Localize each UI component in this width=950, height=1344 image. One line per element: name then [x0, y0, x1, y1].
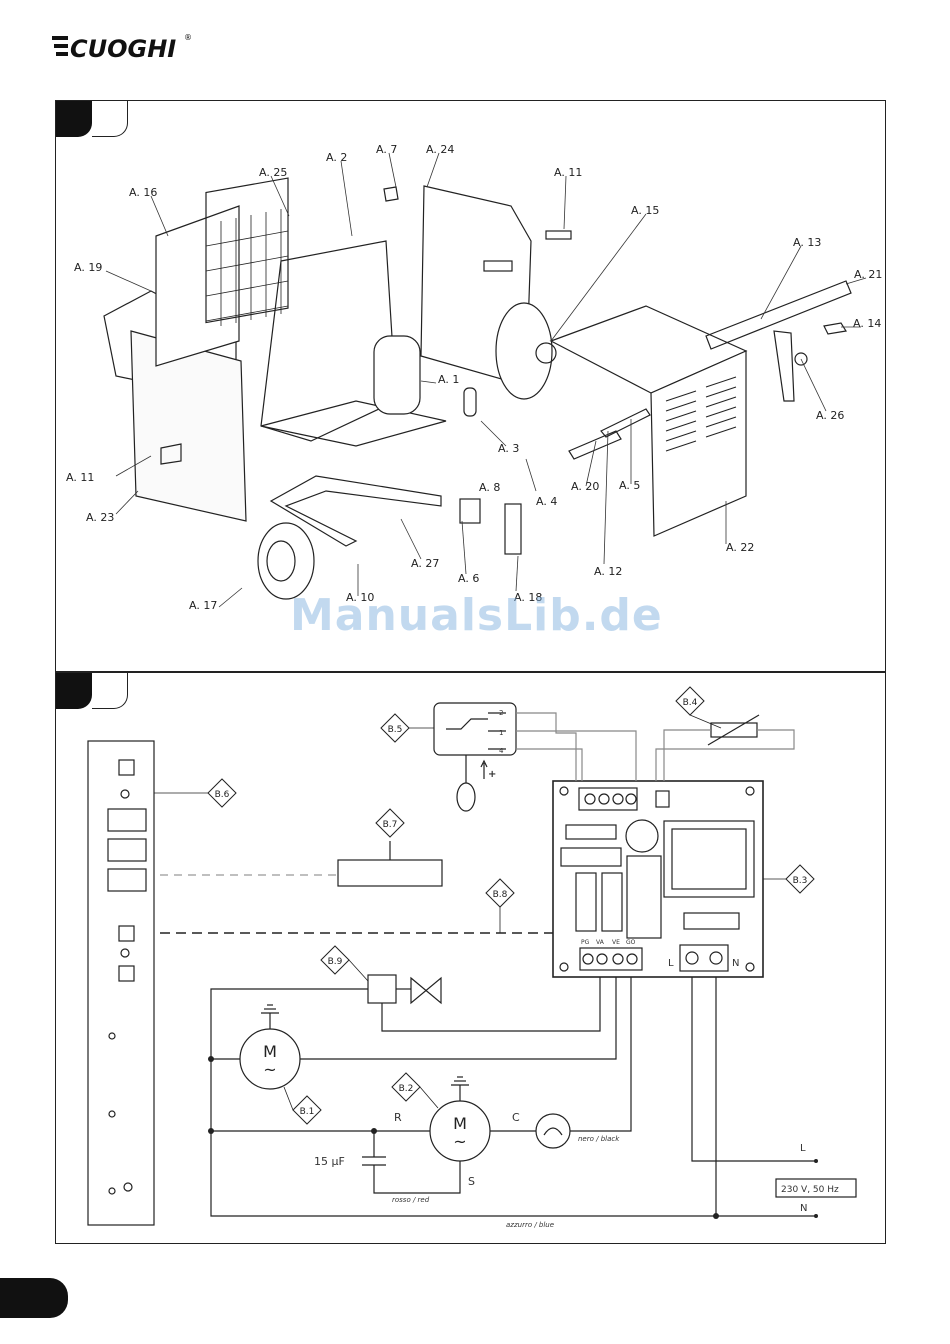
fan-motor-ac: ~ [263, 1060, 276, 1079]
part-label-a7: A. 7 [376, 143, 397, 156]
sensor-part [383, 186, 399, 202]
supply-rating: 230 V, 50 Hz [781, 1185, 839, 1195]
part-label-a11-top: A. 11 [554, 166, 582, 179]
callout-b3: B.3 [793, 876, 808, 886]
part-label-a14: A. 14 [853, 317, 881, 330]
part-label-a22: A. 22 [726, 541, 754, 554]
board-terminal-l: L [668, 958, 674, 969]
wire-red-label: rosso / red [392, 1196, 430, 1204]
switch-pin-4: 4 [499, 747, 504, 755]
front-grille [205, 177, 289, 324]
fan [495, 302, 553, 400]
exploded-view-panel: A. 1 A. 2 A. 3 A. 4 A. 5 A. 6 A. 7 A. 8 … [55, 100, 886, 672]
terminal-go: GO [626, 939, 636, 946]
part-label-a10: A. 10 [346, 591, 374, 604]
float-plus: + [488, 769, 496, 780]
part-label-a21: A. 21 [854, 268, 882, 281]
filter-panel [155, 205, 240, 367]
part-label-a6: A. 6 [458, 572, 479, 585]
side-label [160, 443, 182, 465]
callout-b1: B.1 [300, 1107, 315, 1117]
brand-name: CUOGHI [70, 35, 176, 63]
part-label-a23: A. 23 [86, 511, 114, 524]
float-switch [463, 387, 477, 417]
part-label-a1: A. 1 [438, 373, 459, 386]
left-side-panel [130, 330, 247, 522]
chassis-base [260, 400, 447, 447]
callout-b7: B.7 [383, 820, 398, 830]
section-tab-light [92, 101, 128, 137]
part-label-a13: A. 13 [793, 236, 821, 249]
wire-black-label: nero / black [578, 1135, 620, 1143]
solenoid-valve [367, 974, 397, 1004]
supply-box [775, 1178, 857, 1198]
part-label-a27: A. 27 [411, 557, 439, 570]
callout-b4: B.4 [683, 698, 698, 708]
handle-bar [705, 280, 852, 350]
pin-r: R [394, 1111, 402, 1124]
part-label-a16: A. 16 [129, 186, 157, 199]
wheel [257, 522, 315, 600]
registered-mark: ® [184, 33, 192, 42]
part-label-a20: A. 20 [571, 480, 599, 493]
section-tab-dark [56, 101, 92, 137]
part-label-a17: A. 17 [189, 599, 217, 612]
label-plate [545, 230, 572, 240]
section-tab-light [92, 673, 128, 709]
compressor-motor-symbol: M [453, 1114, 467, 1133]
callout-b9: B.9 [328, 957, 343, 967]
capacitor-part [459, 498, 481, 524]
overload-protector [535, 1113, 571, 1149]
terminal-pg: PG [581, 939, 590, 946]
control-panel-strip [87, 740, 155, 1226]
part-label-a24: A. 24 [426, 143, 454, 156]
trolley-frame [269, 475, 442, 547]
capacitor-value: 15 µF [314, 1155, 345, 1168]
part-label-a4: A. 4 [536, 495, 557, 508]
part-label-a8: A. 8 [479, 481, 500, 494]
terminal-ve: VE [612, 939, 620, 946]
float-switch [433, 702, 517, 756]
callout-b6: B.6 [215, 790, 230, 800]
display-box [337, 859, 443, 887]
pin-s: S [468, 1175, 475, 1188]
callout-b8: B.8 [493, 890, 508, 900]
board-terminal-n: N [732, 958, 739, 969]
part-label-a19: A. 19 [74, 261, 102, 274]
section-tab-dark [56, 673, 92, 709]
terminal-va: VA [596, 939, 605, 946]
relay-box [504, 503, 522, 555]
callout-b2: B.2 [399, 1084, 414, 1094]
evaporator-coil [260, 240, 397, 442]
watermark-text: ManualsLib.de [290, 590, 663, 641]
control-bracket [568, 430, 622, 460]
page-number-tab [0, 1278, 68, 1318]
part-label-a3: A. 3 [498, 442, 519, 455]
pin-c: C [512, 1111, 520, 1124]
compressor [373, 335, 421, 415]
wiring-diagram: B.6 B.7 B.8 B.3 B.4 B.5 B.9 B.1 B.2 M ~ … [87, 686, 857, 1229]
part-label-a25: A. 25 [259, 166, 287, 179]
part-label-a11-left: A. 11 [66, 471, 94, 484]
wire-blue-label: azzurro / blue [506, 1221, 554, 1229]
part-label-a18: A. 18 [514, 591, 542, 604]
callout-b5: B.5 [388, 725, 403, 735]
supply-line-n: N [800, 1203, 807, 1214]
exploded-diagram: A. 1 A. 2 A. 3 A. 4 A. 5 A. 6 A. 7 A. 8 … [66, 143, 882, 612]
wiring-diagram-panel: B.6 B.7 B.8 B.3 B.4 B.5 B.9 B.1 B.2 M ~ … [55, 672, 886, 1244]
part-label-a15: A. 15 [631, 204, 659, 217]
part-label-a12: A. 12 [594, 565, 622, 578]
switch-pin-2: 2 [499, 709, 503, 717]
switch-pin-1: 1 [499, 729, 503, 737]
right-side-panel [650, 350, 747, 537]
supply-line-l: L [800, 1143, 806, 1154]
compressor-motor-ac: ~ [453, 1132, 466, 1151]
part-label-a26: A. 26 [816, 409, 844, 422]
part-label-a2: A. 2 [326, 151, 347, 164]
fan-motor-symbol: M [263, 1042, 277, 1061]
cuoghi-logo: CUOGHI ® [52, 33, 192, 63]
part-label-a5: A. 5 [619, 479, 640, 492]
